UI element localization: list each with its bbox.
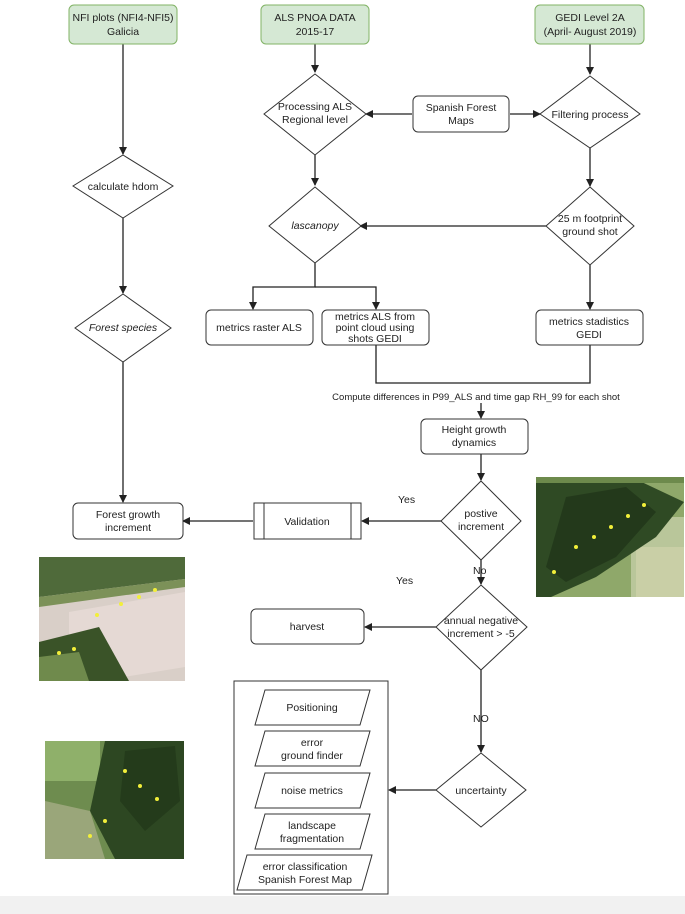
box-forest-growth: Forest growth increment [72, 502, 184, 540]
als-pnoa-line-2: 2015-17 [296, 26, 335, 38]
landscape-line-2: fragmentation [280, 833, 344, 845]
ground-finder-line-1: error [301, 737, 324, 749]
metrics-cloud-line-1: metrics ALS from [335, 311, 415, 323]
nfi-plots-line-2: Galicia [107, 26, 139, 38]
decision-calculate-hdom: calculate hdom [72, 154, 174, 219]
box-metrics-als-cloud: metrics ALS from point cloud using shots… [321, 309, 430, 346]
decision-footprint: 25 m footprint ground shot [545, 186, 635, 266]
compute-differences-label: Compute differences in P99_ALS and time … [332, 392, 620, 403]
source-gedi-l2a: GEDI Level 2A (April- August 2019) [534, 4, 645, 45]
box-metrics-gedi: metrics stadistics GEDI [535, 309, 644, 346]
decision-processing-als: Processing ALS Regional level [263, 73, 367, 156]
calculate-hdom-label: calculate hdom [88, 181, 159, 193]
aerial-image-positive-increment [536, 477, 684, 597]
box-height-growth: Height growth dynamics [420, 418, 529, 455]
edge-label-no-annual: NO [473, 713, 489, 725]
edge-lascanopy-to-raster [249, 263, 316, 310]
aerial-photo-cleared-field [39, 557, 185, 681]
source-als-pnoa: ALS PNOA DATA 2015-17 [260, 4, 370, 45]
metrics-cloud-line-3: shots GEDI [348, 333, 402, 345]
metrics-raster-label: metrics raster ALS [216, 322, 302, 334]
filtering-process-label: Filtering process [551, 109, 628, 121]
uncertainty-label: uncertainty [455, 785, 507, 797]
positioning-label: Positioning [286, 702, 338, 714]
decision-forest-species: Forest species [74, 293, 172, 363]
footprint-line-2: ground shot [562, 226, 618, 238]
source-landscape: landscape fragmentation [254, 813, 371, 850]
decision-uncertainty: uncertainty [435, 752, 527, 828]
edge-label-yes-validation: Yes [398, 494, 415, 506]
annual-negative-line-1: annual negative [444, 615, 518, 627]
edge-label-yes-harvest: Yes [396, 575, 413, 587]
aerial-image-uncertainty [45, 741, 184, 859]
processing-als-line-2: Regional level [282, 114, 348, 126]
sfm-line-2: Maps [448, 115, 474, 127]
positive-increment-line-1: postive [464, 508, 497, 520]
forest-growth-line-2: increment [105, 522, 151, 534]
forest-growth-line-1: Forest growth [96, 509, 160, 521]
edge-metrics-merge [375, 345, 591, 384]
gedi-l2a-line-1: GEDI Level 2A [555, 12, 624, 24]
decision-annual-negative: annual negative increment > -5 [435, 584, 528, 671]
processing-als-line-1: Processing ALS [278, 101, 352, 113]
source-noise-metrics: noise metrics [254, 772, 371, 809]
ground-finder-line-2: ground finder [281, 750, 343, 762]
aerial-photo-forest-patch [536, 477, 684, 597]
nfi-plots-line-1: NFI plots (NFI4-NFI5) [73, 12, 174, 24]
metrics-gedi-line-1: metrics stadistics [549, 316, 629, 328]
source-error-classification: error classification Spanish Forest Map [236, 854, 373, 891]
source-positioning: Positioning [254, 689, 371, 726]
edge-label-no-positive: No [473, 565, 487, 577]
edge-lascanopy-to-cloud [315, 286, 380, 310]
forest-species-label: Forest species [89, 322, 158, 334]
decision-positive-increment: postive increment [440, 480, 522, 561]
height-growth-line-1: Height growth [442, 424, 507, 436]
als-pnoa-line-1: ALS PNOA DATA [274, 12, 355, 24]
positive-increment-line-2: increment [458, 521, 504, 533]
box-validation: Validation [253, 502, 362, 540]
error-class-line-1: error classification [263, 861, 348, 873]
metrics-cloud-line-2: point cloud using [336, 322, 415, 334]
source-nfi-plots: NFI plots (NFI4-NFI5) Galicia [68, 4, 178, 45]
decision-filtering-process: Filtering process [539, 75, 641, 149]
landscape-line-1: landscape [288, 820, 336, 832]
noise-metrics-label: noise metrics [281, 785, 343, 797]
sfm-line-1: Spanish Forest [426, 102, 497, 114]
connectors [119, 44, 594, 794]
height-growth-line-2: dynamics [452, 437, 496, 449]
decision-lascanopy: lascanopy [268, 186, 362, 264]
gedi-l2a-line-2: (April- August 2019) [544, 26, 637, 38]
metrics-gedi-line-2: GEDI [576, 329, 602, 341]
error-class-line-2: Spanish Forest Map [258, 874, 352, 886]
box-harvest: harvest [250, 608, 365, 645]
bottom-border-strip [0, 896, 685, 914]
harvest-label: harvest [290, 621, 325, 633]
uncertainty-sources-panel: Positioning error ground finder noise me… [233, 680, 389, 895]
aerial-photo-mixed-stand [45, 741, 184, 859]
box-spanish-forest-maps: Spanish Forest Maps [412, 95, 510, 133]
box-metrics-raster-als: metrics raster ALS [205, 309, 314, 346]
annual-negative-line-2: increment > -5 [447, 628, 515, 640]
source-ground-finder: error ground finder [254, 730, 371, 767]
lascanopy-label: lascanopy [291, 220, 339, 232]
validation-label: Validation [284, 516, 329, 528]
aerial-image-harvest [39, 557, 185, 681]
footprint-line-1: 25 m footprint [558, 213, 622, 225]
